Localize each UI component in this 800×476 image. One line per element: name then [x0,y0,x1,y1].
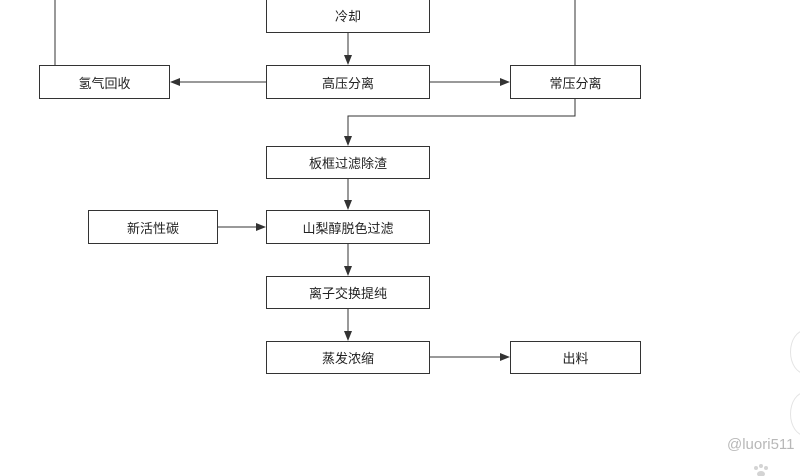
node-evaporation: 蒸发浓缩 [266,341,430,374]
arrow-normal-pressure-to-filter [344,99,576,146]
node-high-pressure-separation: 高压分离 [266,65,430,99]
node-output: 出料 [510,341,641,374]
node-cooling: 冷却 [266,0,430,33]
node-plate-frame-filtration: 板框过滤除渣 [266,146,430,179]
node-sorbitol-decolor-filter: 山梨醇脱色过滤 [266,210,430,244]
node-ion-exchange: 离子交换提纯 [266,276,430,309]
node-new-activated-carbon: 新活性碳 [88,210,218,244]
watermark: @luori511 [727,436,795,453]
node-hydrogen-recovery: 氢气回收 [39,65,170,99]
paw-logo-icon [754,464,768,476]
node-normal-pressure-separation: 常压分离 [510,65,641,99]
